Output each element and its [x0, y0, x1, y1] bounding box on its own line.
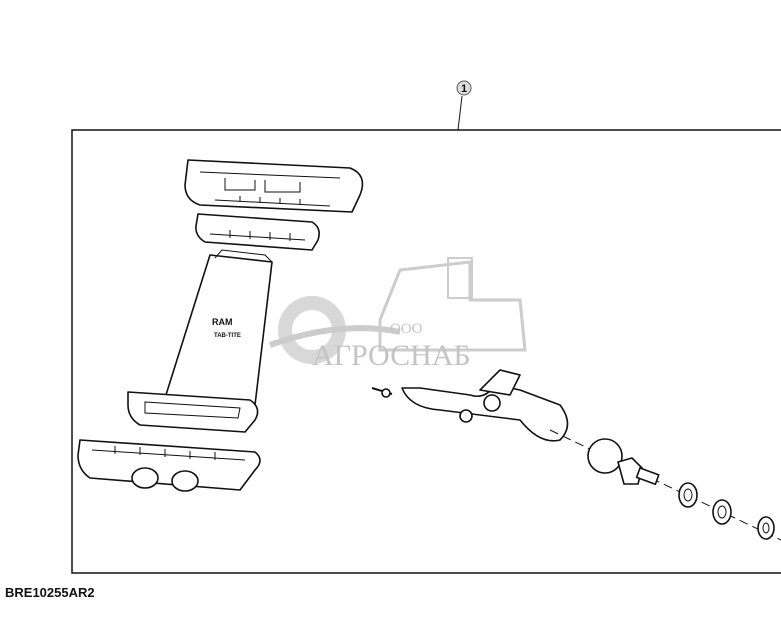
watermark-name: АГРОСНАБ	[312, 339, 471, 372]
washer-3[interactable]	[757, 516, 775, 540]
top-cradle-cup[interactable]	[184, 159, 364, 213]
callout-1[interactable]: 1	[456, 80, 472, 131]
bottom-jaw[interactable]	[77, 439, 261, 492]
mounting-arm[interactable]	[401, 369, 569, 442]
model-label: TAB-TITE	[214, 333, 241, 339]
washer-1[interactable]	[678, 482, 698, 508]
watermark-logo: ООО АГРОСНАБ	[268, 257, 527, 372]
figure-id: BRE10255AR2	[5, 585, 95, 600]
screw[interactable]	[371, 387, 393, 398]
washer-2[interactable]	[712, 499, 732, 525]
brand-label: RAM	[212, 317, 233, 327]
diagram-frame	[71, 129, 781, 574]
callout-number: 1	[461, 83, 467, 95]
upper-clip[interactable]	[195, 213, 320, 251]
bottom-cup[interactable]	[127, 391, 259, 433]
ball-stud[interactable]	[587, 438, 660, 486]
tablet-holder-body[interactable]: RAM TAB-TITE	[164, 249, 273, 406]
watermark-prefix: ООО	[390, 321, 423, 337]
